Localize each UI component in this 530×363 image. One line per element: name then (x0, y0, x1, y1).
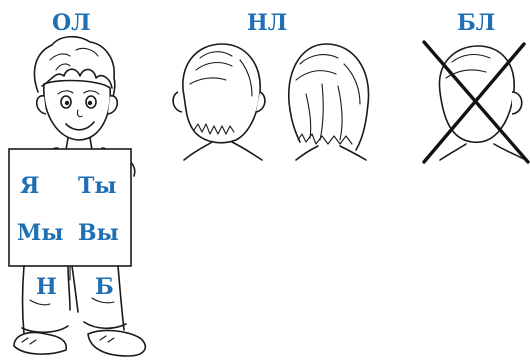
back-head-boy (172, 43, 266, 161)
leg-b: Б (95, 274, 114, 300)
sign-ya: Я (20, 173, 40, 199)
sign-ty: Ты (78, 173, 117, 199)
header-nl: НЛ (247, 10, 288, 36)
crossed-head (422, 40, 530, 164)
back-head-girl (288, 43, 370, 161)
header-ol: ОЛ (52, 10, 91, 36)
cross-line-2 (422, 42, 526, 164)
leg-n: Н (36, 274, 57, 300)
sign-my: Мы (17, 220, 64, 246)
boy-figure (8, 35, 147, 357)
sign-vy: Вы (78, 220, 119, 246)
header-bl: БЛ (457, 10, 496, 36)
